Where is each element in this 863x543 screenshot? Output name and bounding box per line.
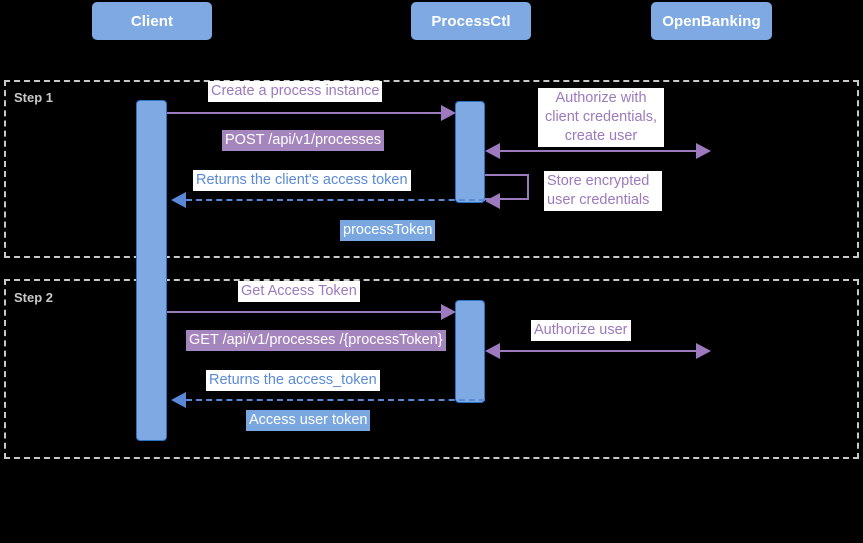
message-badge-access-user-token: Access user token (246, 410, 371, 431)
arrow-returns-access-token (186, 399, 485, 401)
store-line-1: Store encrypted (547, 173, 650, 189)
store-line-2: user credentials (547, 192, 650, 208)
arrow-head-returns-client-access-token (171, 192, 186, 208)
authorize-line-3: create user (564, 128, 638, 144)
activation-bar-client (136, 100, 167, 441)
message-label-returns-client-access-token: Returns the client's access token (193, 170, 411, 191)
participant-client-label: Client (130, 12, 174, 30)
arrow-authorize-user (497, 350, 697, 352)
step-2-frame (4, 279, 859, 459)
authorize-line-2: client credentials, (544, 109, 658, 125)
participant-processctl-label: ProcessCtl (431, 12, 511, 30)
message-label-store-encrypted-credentials: Store encrypted user credentials (544, 171, 662, 211)
arrow-head-get-access-token (441, 304, 456, 320)
participant-openbanking-label: OpenBanking (662, 12, 761, 30)
message-badge-get-processes-token: GET /api/v1/processes /{processToken} (186, 330, 446, 351)
arrow-returns-client-access-token (186, 199, 485, 201)
arrow-head-create-process-instance (441, 105, 456, 121)
message-label-get-access-token: Get Access Token (238, 281, 360, 302)
step-1-frame (4, 80, 859, 258)
message-label-returns-access-token: Returns the access_token (206, 370, 380, 391)
activation-bar-processctl-step1 (455, 101, 485, 203)
arrow-head-store-encrypted-credentials (485, 193, 500, 209)
self-loop-store-encrypted-credentials (485, 174, 529, 200)
participant-processctl[interactable]: ProcessCtl (411, 2, 531, 40)
message-label-authorize-client-credentials: Authorize with client credentials, creat… (538, 88, 664, 147)
message-badge-process-token: processToken (340, 220, 436, 241)
arrow-head-authorize-left (485, 143, 500, 159)
arrow-authorize-client-credentials (497, 150, 697, 152)
participant-client[interactable]: Client (92, 2, 212, 40)
message-badge-post-processes: POST /api/v1/processes (222, 130, 385, 151)
arrow-head-authorize-right (696, 143, 711, 159)
arrow-get-access-token (167, 311, 442, 313)
authorize-line-1: Authorize with (555, 90, 647, 106)
step-2-label: Step 2 (14, 290, 54, 305)
message-label-authorize-user: Authorize user (531, 320, 631, 341)
arrow-head-authorize-user-left (485, 343, 500, 359)
arrow-head-authorize-user-right (696, 343, 711, 359)
activation-bar-processctl-step2 (455, 300, 485, 403)
arrow-create-process-instance (167, 112, 442, 114)
arrow-head-returns-access-token (171, 392, 186, 408)
participant-openbanking[interactable]: OpenBanking (651, 2, 772, 40)
step-1-label: Step 1 (14, 90, 54, 105)
message-label-create-process-instance: Create a process instance (208, 81, 383, 102)
